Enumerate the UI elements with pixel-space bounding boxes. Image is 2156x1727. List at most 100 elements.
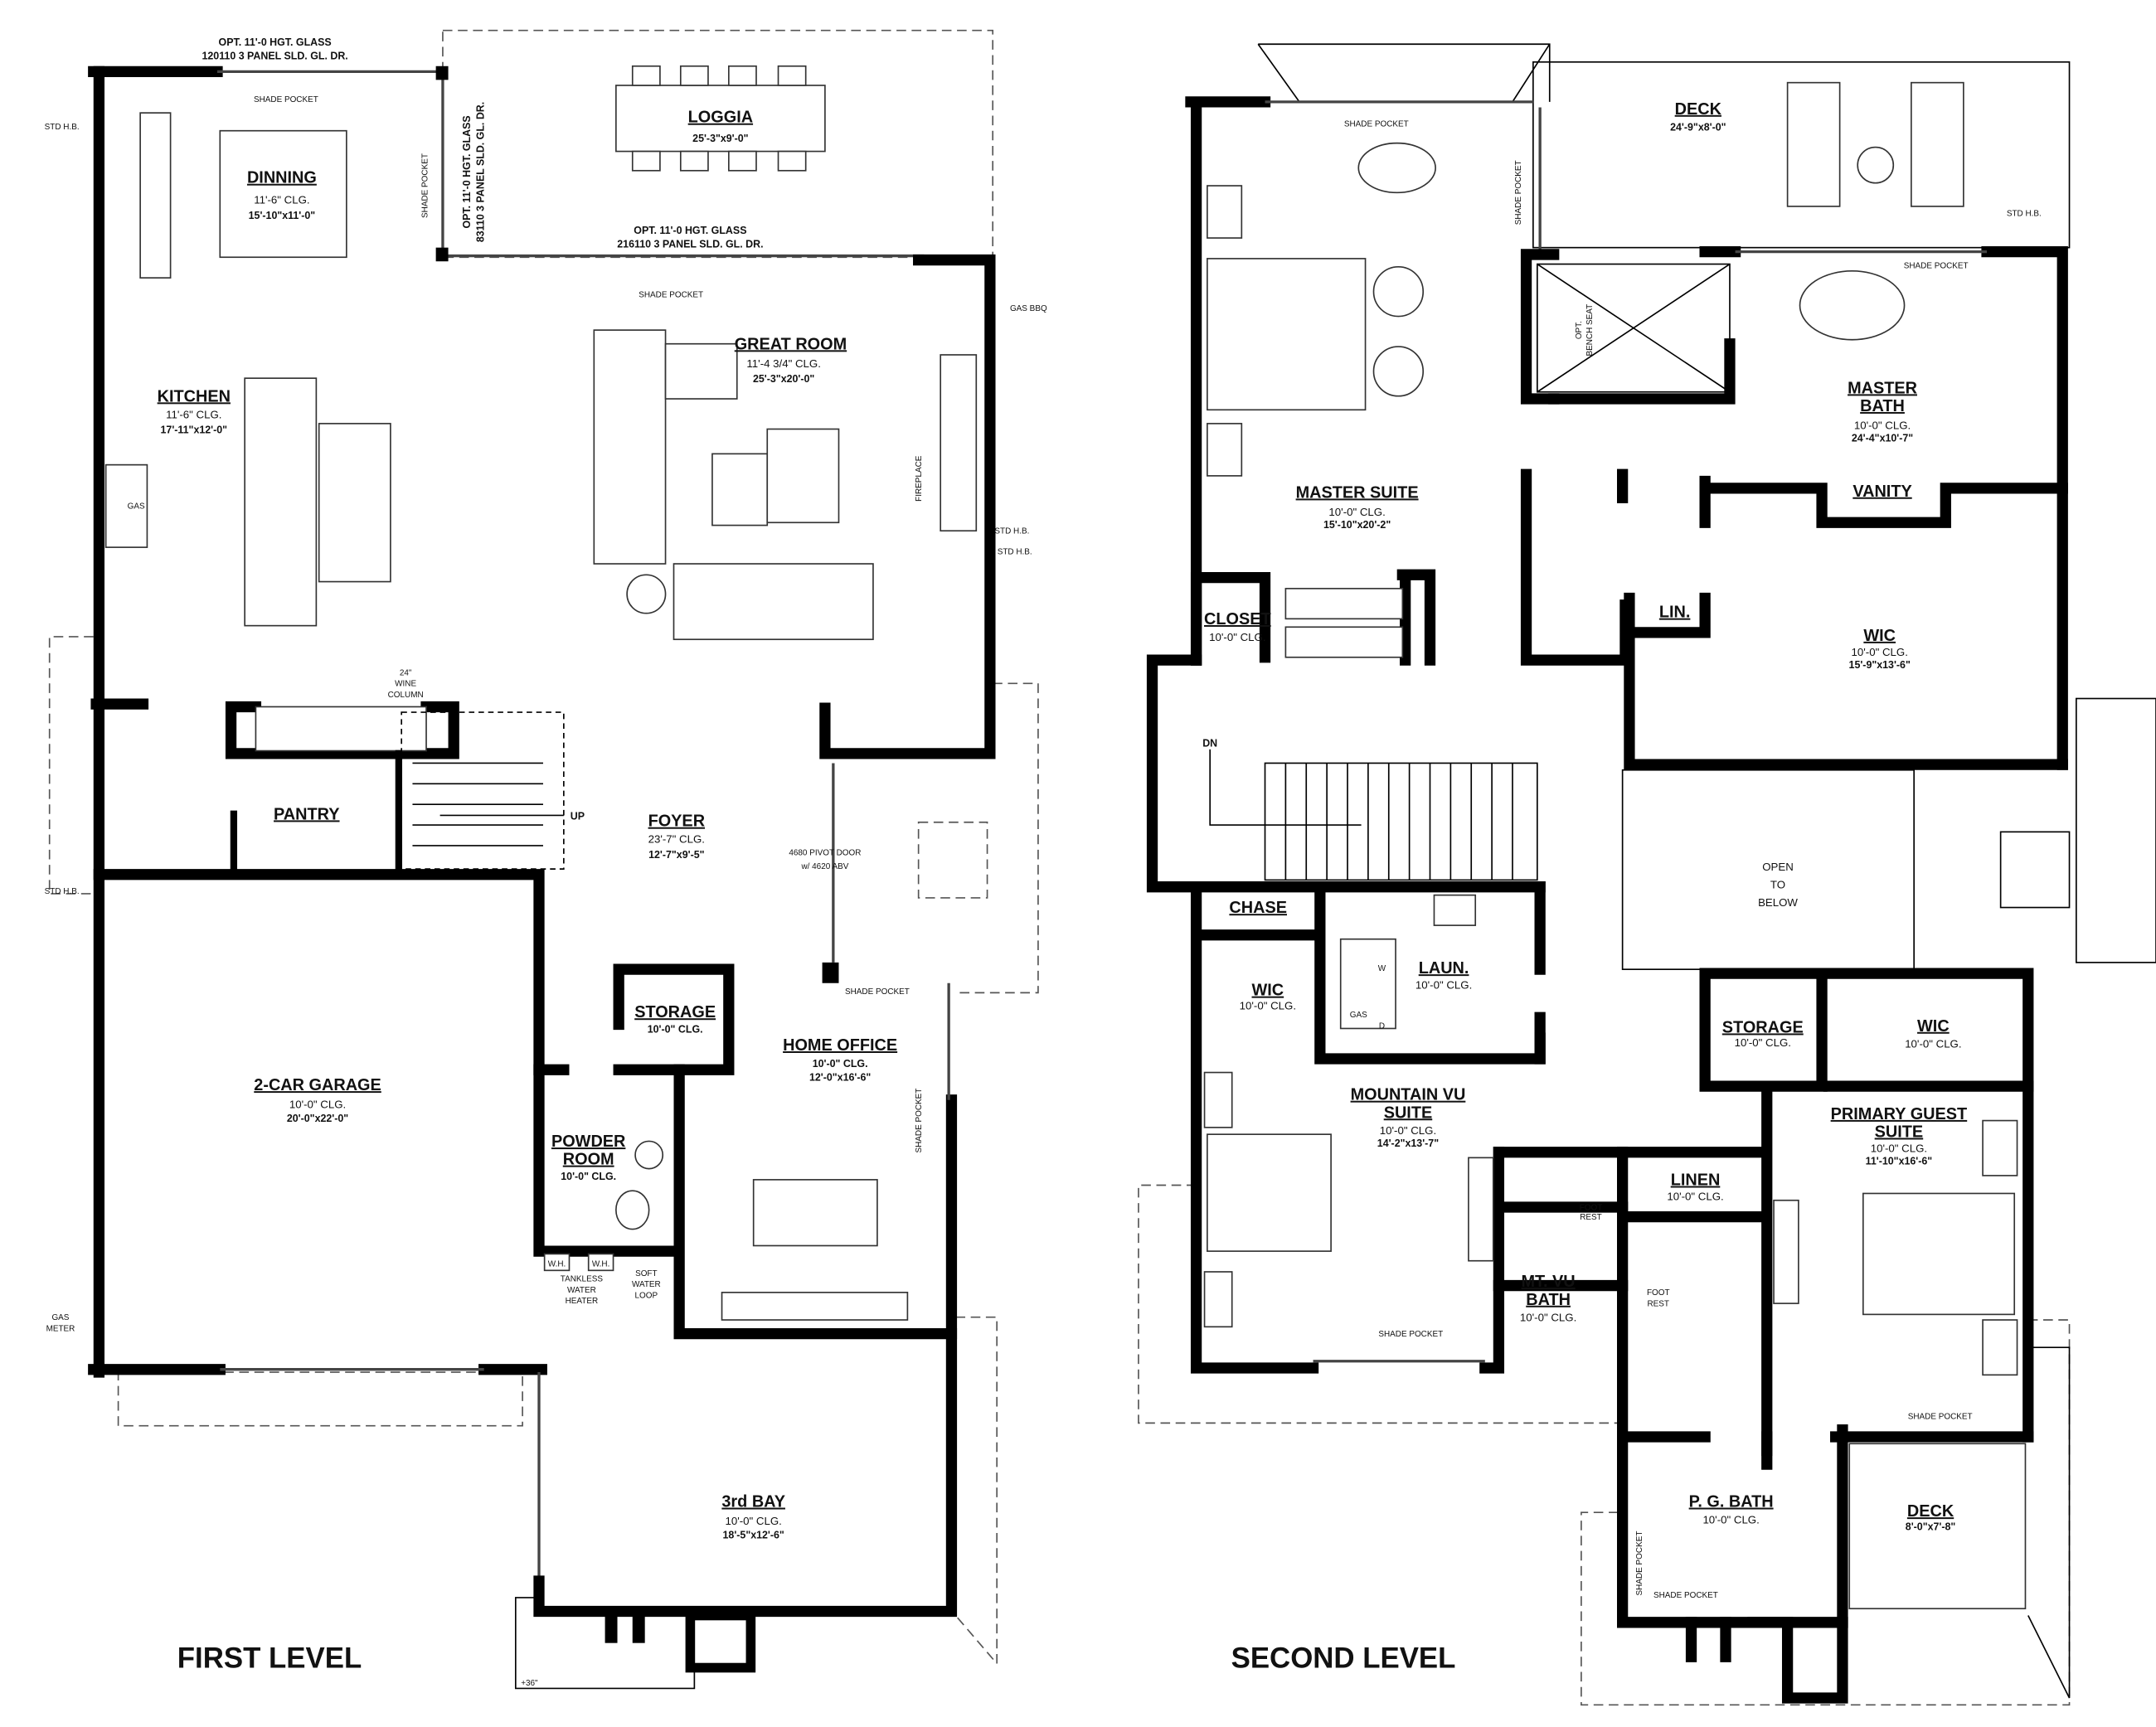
room-wic-mv: WIC bbox=[1252, 982, 1284, 1000]
deck-small-size: 8'-0"x7'-8" bbox=[1906, 1521, 1956, 1533]
kitchen-table bbox=[318, 423, 391, 583]
stair-down-label: DN bbox=[1202, 738, 1217, 749]
room-pg-bath: P. G. BATH bbox=[1689, 1493, 1774, 1511]
lower-roof-outline bbox=[1138, 1184, 1623, 1424]
dryer-label: D bbox=[1379, 1021, 1385, 1031]
deck-top-size: 24'-9"x8'-0" bbox=[1670, 122, 1726, 133]
master-bed bbox=[1207, 258, 1367, 411]
note-std-hb: STD H.B. bbox=[2007, 210, 2042, 219]
side-table bbox=[626, 574, 667, 614]
master-bath-ceiling: 10'-0" CLG. bbox=[1854, 420, 1911, 432]
home-office-ceiling: 10'-0" CLG. bbox=[813, 1058, 868, 1070]
toilet bbox=[615, 1190, 650, 1230]
kitchen-size: 17'-11"x12'-0" bbox=[161, 424, 228, 435]
note-top-glass: OPT. 11'-0 HGT. GLASS bbox=[219, 36, 332, 48]
master-suite-size: 15'-10"x20'-2" bbox=[1323, 519, 1391, 531]
roof-overhang bbox=[1257, 43, 1551, 103]
second-level-walls bbox=[1146, 96, 2068, 1704]
note-gas: GAS bbox=[1350, 1011, 1367, 1020]
note-loggia-glass-door: 216110 3 PANEL SLD. GL. DR. bbox=[617, 239, 763, 250]
garage-size: 20'-0"x22'-0" bbox=[287, 1113, 348, 1124]
mt-vu-bath-ceiling: 10'-0" CLG. bbox=[1520, 1312, 1576, 1324]
room-great-room: GREAT ROOM bbox=[735, 335, 847, 353]
note-gas: GAS bbox=[128, 502, 145, 512]
note-shade-pocket: SHADE POCKET bbox=[1344, 120, 1409, 129]
great-room-size: 25'-3"x20'-0" bbox=[753, 373, 814, 385]
note-foot-rest-1: FOOT bbox=[1580, 1203, 1603, 1212]
first-level-labels: OPT. 11'-0 HGT. GLASS 120110 3 PANEL SLD… bbox=[45, 36, 1047, 1688]
note-wh-1: W.H. bbox=[548, 1259, 566, 1269]
storage-ceiling: 10'-0" CLG. bbox=[648, 1023, 703, 1035]
master-bath-size: 24'-4"x10'-7" bbox=[1852, 432, 1913, 444]
room-master-bath: MASTER bbox=[1848, 379, 1917, 397]
linen-ceiling: 10'-0" CLG. bbox=[1667, 1191, 1723, 1203]
wic-master-size: 15'-9"x13'-6" bbox=[1849, 659, 1911, 671]
dinning-ceiling: 11'-6" CLG. bbox=[254, 194, 309, 206]
room-mountain-vu-2: SUITE bbox=[1384, 1104, 1433, 1122]
room-storage-2: STORAGE bbox=[1722, 1018, 1804, 1036]
wic-pg-ceiling: 10'-0" CLG. bbox=[1905, 1038, 1961, 1050]
note-shade-pocket-6: SHADE POCKET bbox=[1653, 1591, 1718, 1600]
laundry-sink bbox=[1433, 894, 1477, 926]
note-wine-2: WINE bbox=[395, 680, 416, 689]
washer-label: W bbox=[1378, 964, 1386, 973]
note-foot-rest-2b: REST bbox=[1647, 1299, 1669, 1308]
note-wh-2: W.H. bbox=[592, 1259, 610, 1269]
note-foot-rest-2: FOOT bbox=[1647, 1288, 1670, 1298]
dining-buffet bbox=[139, 112, 172, 279]
stair-second bbox=[1264, 762, 1538, 881]
powder-ceiling: 10'-0" CLG. bbox=[561, 1171, 616, 1182]
note-loggia-glass: OPT. 11'-0 HGT. GLASS bbox=[634, 225, 746, 236]
pg-deck-roof-outline bbox=[1581, 1319, 2071, 1706]
room-mountain-vu: MOUNTAIN VU bbox=[1351, 1086, 1466, 1104]
second-level-furniture bbox=[1203, 81, 2018, 1376]
room-storage: STORAGE bbox=[634, 1003, 716, 1021]
room-powder-2: ROOM bbox=[563, 1151, 614, 1169]
room-powder: POWDER bbox=[551, 1133, 625, 1151]
note-wine-1: 24" bbox=[400, 668, 412, 677]
room-master-bath-2: BATH bbox=[1860, 397, 1905, 415]
note-shade-pocket-3: SHADE POCKET bbox=[845, 987, 910, 997]
room-linen: LINEN bbox=[1671, 1172, 1721, 1190]
loggia-table bbox=[615, 85, 826, 153]
garage-apron-outline bbox=[117, 1371, 523, 1427]
office-credenza bbox=[721, 1292, 909, 1321]
note-side-glass: OPT. 11'-0 HGT. GLASS bbox=[461, 115, 473, 228]
note-top-glass-door: 120110 3 PANEL SLD. GL. DR. bbox=[202, 50, 347, 61]
note-shade-pocket-vertical: SHADE POCKET bbox=[1514, 160, 1523, 225]
room-mt-vu-bath-2: BATH bbox=[1526, 1291, 1571, 1309]
note-side-glass-door: 83110 3 PANEL SLD. GL. DR. bbox=[475, 102, 487, 242]
room-loggia: LOGGIA bbox=[688, 109, 753, 127]
entry-porch-outline bbox=[955, 682, 1039, 994]
kitchen-ceiling: 11'-6" CLG. bbox=[166, 408, 221, 420]
closet-ceiling: 10'-0" CLG. bbox=[1209, 631, 1265, 643]
note-std-hb-2: STD H.B. bbox=[994, 527, 1029, 536]
room-primary-guest: PRIMARY GUEST bbox=[1831, 1105, 1968, 1123]
bathtub bbox=[1799, 270, 1906, 341]
stair-first bbox=[401, 711, 565, 870]
deck-top-outline bbox=[1532, 61, 2071, 249]
room-lin: LIN. bbox=[1659, 604, 1691, 622]
loggia-size: 25'-3"x9'-0" bbox=[692, 133, 749, 144]
note-soft-3: LOOP bbox=[635, 1291, 658, 1300]
room-primary-guest-2: SUITE bbox=[1875, 1123, 1924, 1141]
primary-guest-size: 11'-10"x16'-6" bbox=[1866, 1156, 1933, 1167]
gas-range bbox=[104, 463, 148, 548]
wic-master-ceiling: 10'-0" CLG. bbox=[1852, 646, 1908, 658]
note-pivot-door-2: w/ 4620 ABV bbox=[800, 862, 848, 871]
front-step-outline bbox=[514, 1597, 696, 1690]
note-shade-pocket-2: SHADE POCKET bbox=[1904, 262, 1969, 271]
mountain-vu-ceiling: 10'-0" CLG. bbox=[1380, 1124, 1436, 1137]
note-open-1: OPEN bbox=[1762, 861, 1794, 873]
note-soft-2: WATER bbox=[632, 1280, 661, 1289]
room-third-bay: 3rd BAY bbox=[721, 1493, 785, 1511]
note-shade-pocket: SHADE POCKET bbox=[254, 95, 318, 104]
note-gas-bbq: GAS BBQ bbox=[1010, 304, 1047, 313]
coffee-table bbox=[711, 453, 769, 526]
pg-bath-ceiling: 10'-0" CLG. bbox=[1702, 1513, 1759, 1526]
room-dinning: DINNING bbox=[247, 169, 317, 187]
note-wine-3: COLUMN bbox=[388, 691, 424, 700]
laundry-ceiling: 10'-0" CLG. bbox=[1415, 978, 1472, 991]
note-gas-meter-2: METER bbox=[46, 1324, 75, 1333]
